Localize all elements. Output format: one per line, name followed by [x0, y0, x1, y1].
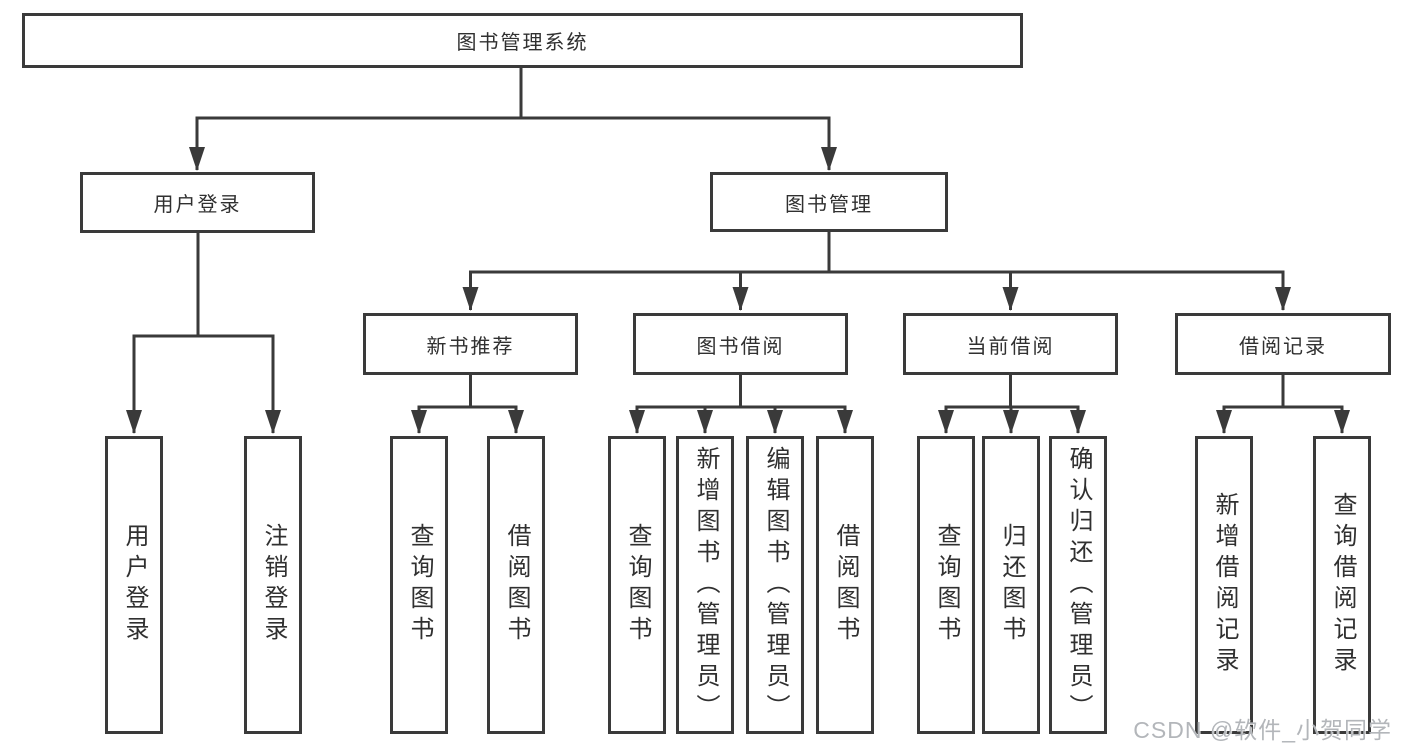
leaf-user-login: 用户登录	[105, 436, 163, 734]
leaf-borrow-books-recommend: 借阅图书	[487, 436, 545, 734]
csdn-watermark: CSDN @软件_小贺同学	[1133, 717, 1392, 743]
node-current-borrowing: 当前借阅	[903, 313, 1118, 375]
leaf-edit-book-admin: 编辑图书（管理员）	[746, 436, 804, 734]
leaf-confirm-return-admin: 确认归还（管理员）	[1049, 436, 1107, 734]
leaf-query-books-recommend: 查询图书	[390, 436, 448, 734]
leaf-logout: 注销登录	[244, 436, 302, 734]
node-book-borrowing: 图书借阅	[633, 313, 848, 375]
leaf-query-books-borrowing: 查询图书	[608, 436, 666, 734]
node-new-book-recommendation: 新书推荐	[363, 313, 578, 375]
node-library-management-system: 图书管理系统	[22, 13, 1023, 68]
leaf-borrow-books-borrowing: 借阅图书	[816, 436, 874, 734]
leaf-query-books-current: 查询图书	[917, 436, 975, 734]
node-user-login: 用户登录	[80, 172, 315, 233]
node-borrowing-records: 借阅记录	[1175, 313, 1391, 375]
leaf-add-borrow-record: 新增借阅记录	[1195, 436, 1253, 734]
leaf-query-borrow-record: 查询借阅记录	[1313, 436, 1371, 734]
leaf-return-books: 归还图书	[982, 436, 1040, 734]
leaf-add-book-admin: 新增图书（管理员）	[676, 436, 734, 734]
node-book-management: 图书管理	[710, 172, 948, 232]
